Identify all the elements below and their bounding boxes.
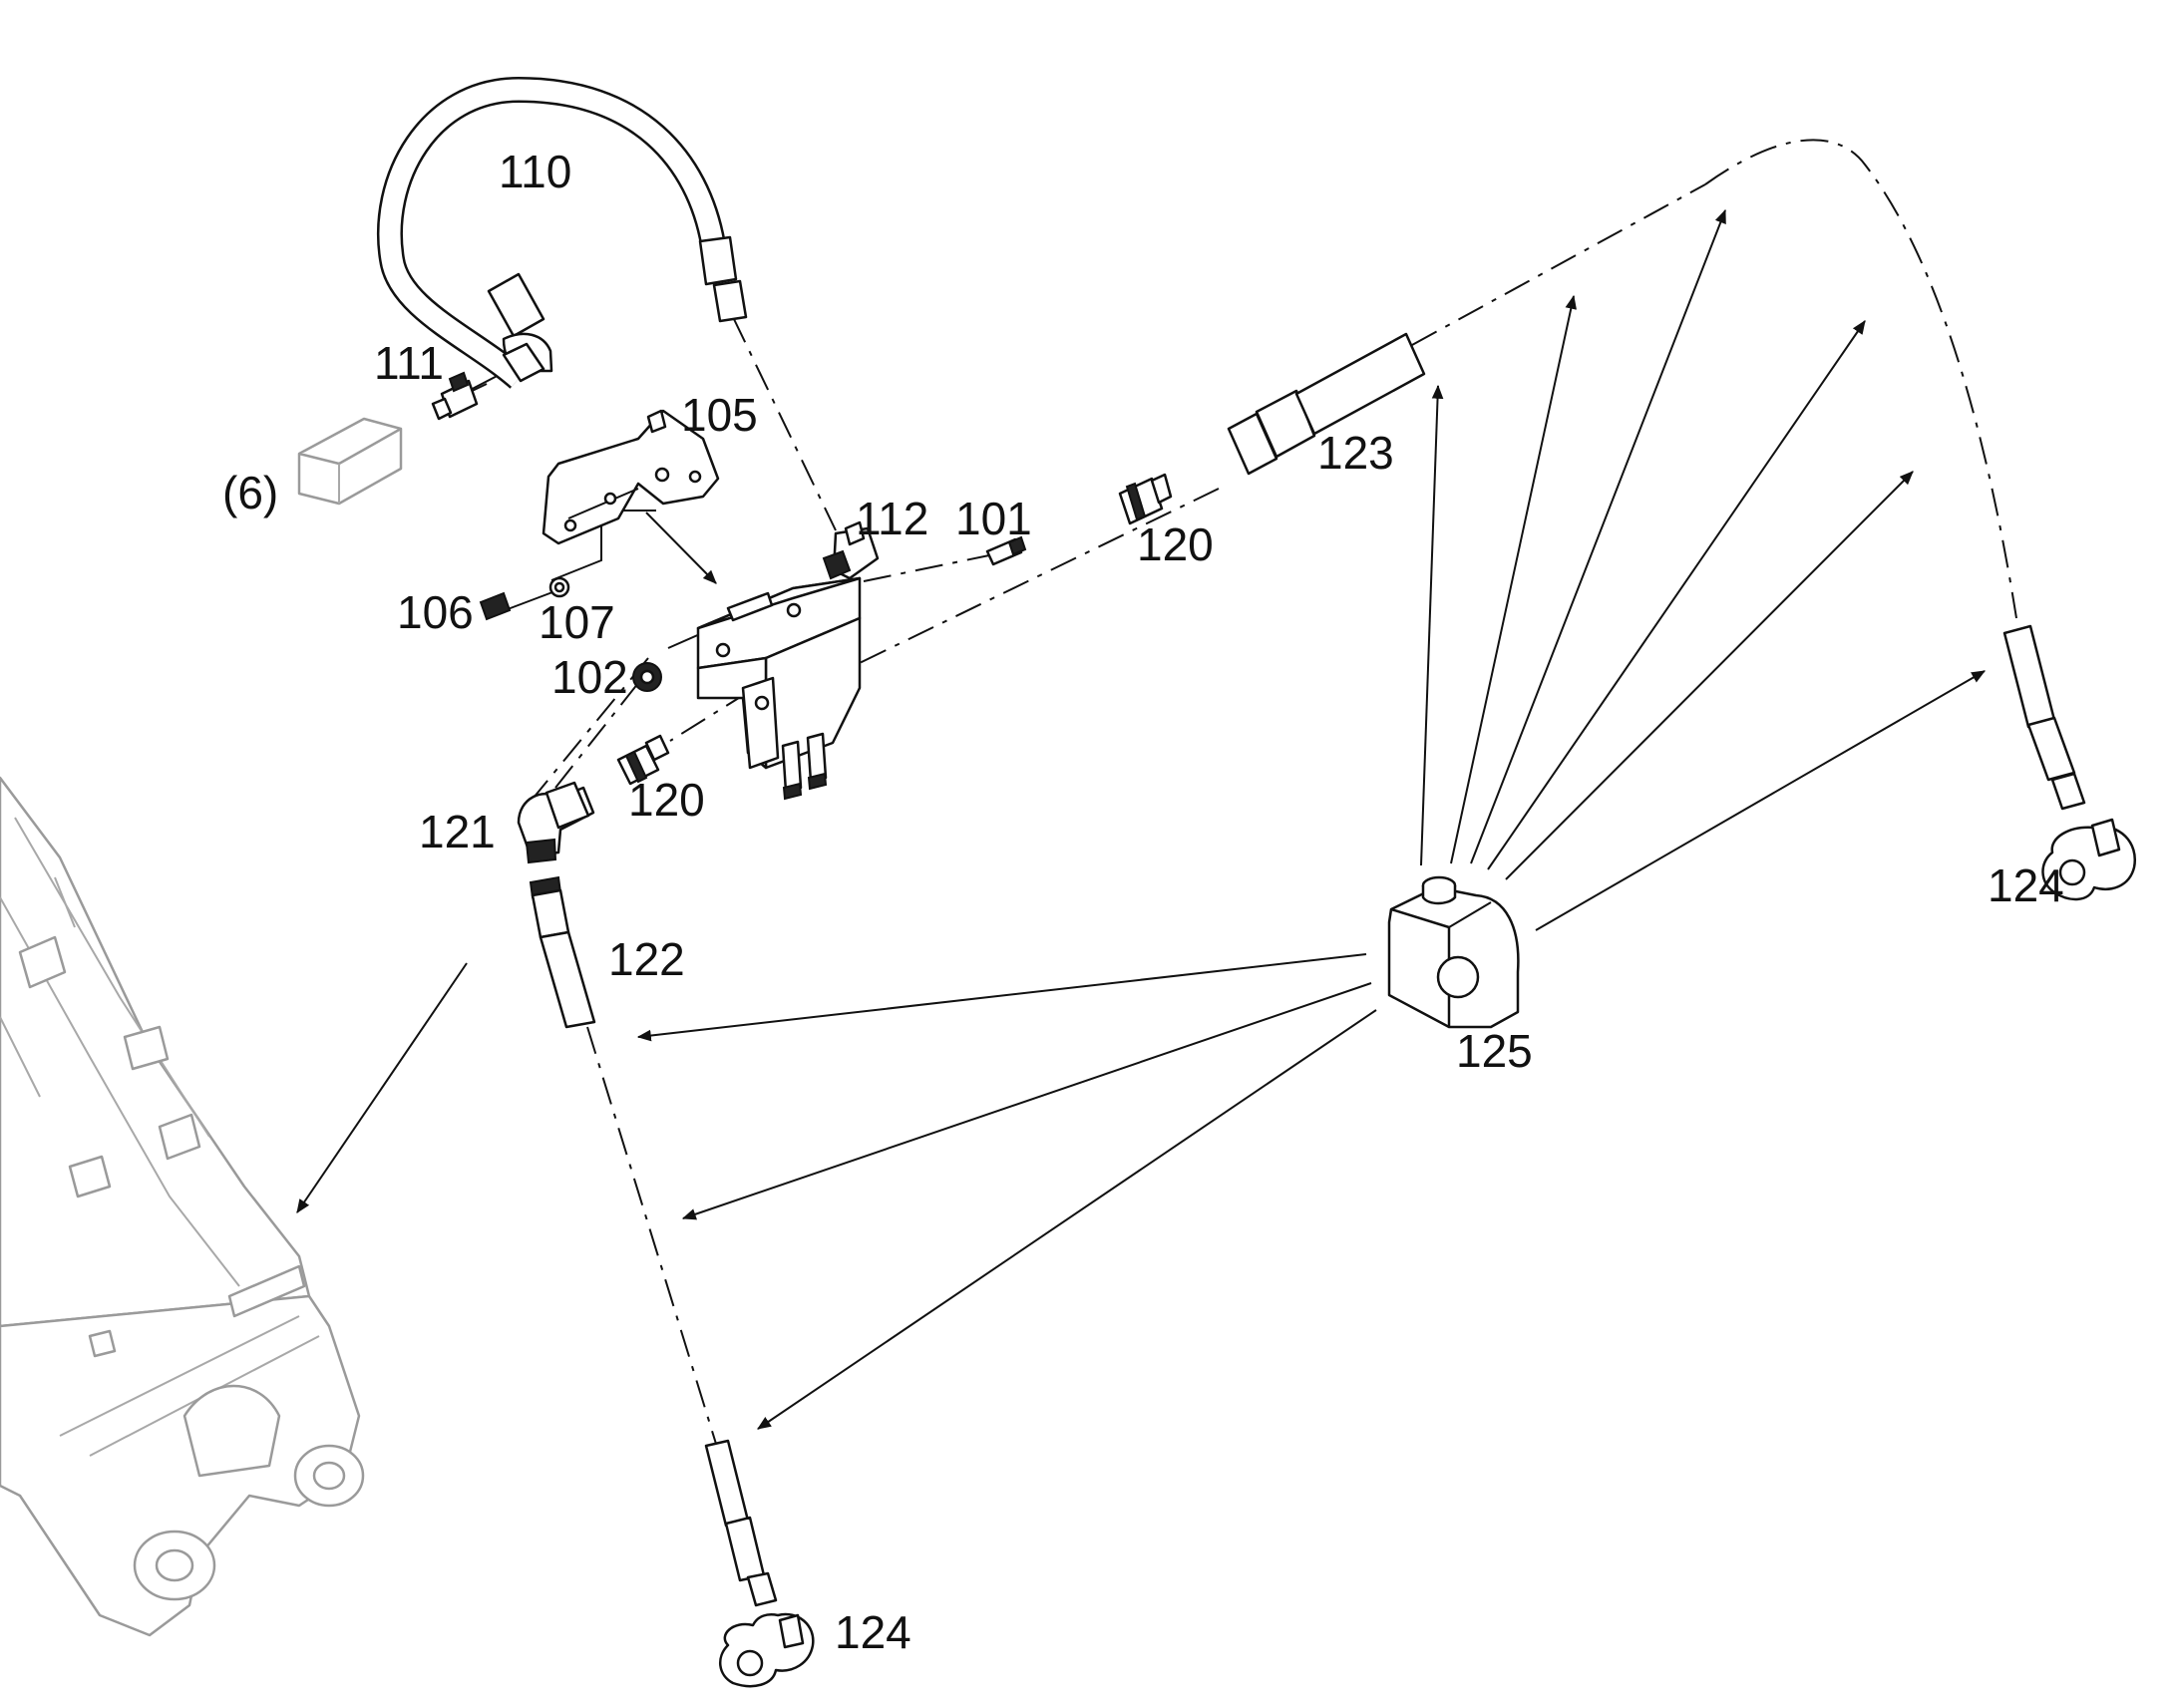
valve-block — [696, 576, 862, 801]
hose-122 — [529, 875, 596, 1029]
callout-125: 125 — [1456, 1025, 1533, 1077]
screw-101 — [985, 535, 1027, 566]
callout-120-upper: 120 — [1137, 518, 1214, 570]
boom-structure-ghost — [0, 776, 365, 1637]
callout-labels: 110 111 105 (6) 112 101 120 123 106 107 … — [222, 146, 2064, 1658]
callout-111: 111 — [374, 337, 444, 389]
callout-120-lower: 120 — [628, 774, 705, 826]
hose-123 — [1227, 332, 1426, 476]
elbow-121 — [517, 781, 595, 864]
callout-122: 122 — [608, 933, 685, 985]
hose-110 — [376, 76, 748, 389]
bracket-105 — [542, 409, 720, 545]
callout-110: 110 — [499, 146, 571, 197]
clamp-125 — [1387, 875, 1520, 1029]
callout-102: 102 — [551, 651, 628, 703]
washer-107 — [548, 576, 570, 598]
hose-end-124-lower — [704, 1439, 815, 1688]
callout-124-lower: 124 — [835, 1606, 911, 1658]
fitting-111 — [431, 371, 479, 421]
plug-102 — [632, 662, 662, 692]
callout-107: 107 — [539, 596, 615, 648]
callout-6: (6) — [222, 467, 278, 518]
callout-124-right: 124 — [1988, 859, 2064, 911]
callout-123: 123 — [1317, 427, 1394, 479]
callout-121: 121 — [419, 806, 496, 857]
fitting-120-lower — [616, 734, 670, 786]
callout-112: 112 — [856, 493, 928, 544]
elbow-112 — [822, 520, 880, 580]
callout-101: 101 — [955, 493, 1032, 544]
callout-105: 105 — [681, 389, 758, 441]
hose-end-124-right — [2002, 624, 2137, 901]
block-part-6 — [297, 417, 403, 506]
fitting-120-upper — [1118, 473, 1173, 525]
leader-lines — [296, 208, 1987, 1430]
screw-106 — [479, 591, 512, 621]
callout-106: 106 — [397, 586, 474, 638]
